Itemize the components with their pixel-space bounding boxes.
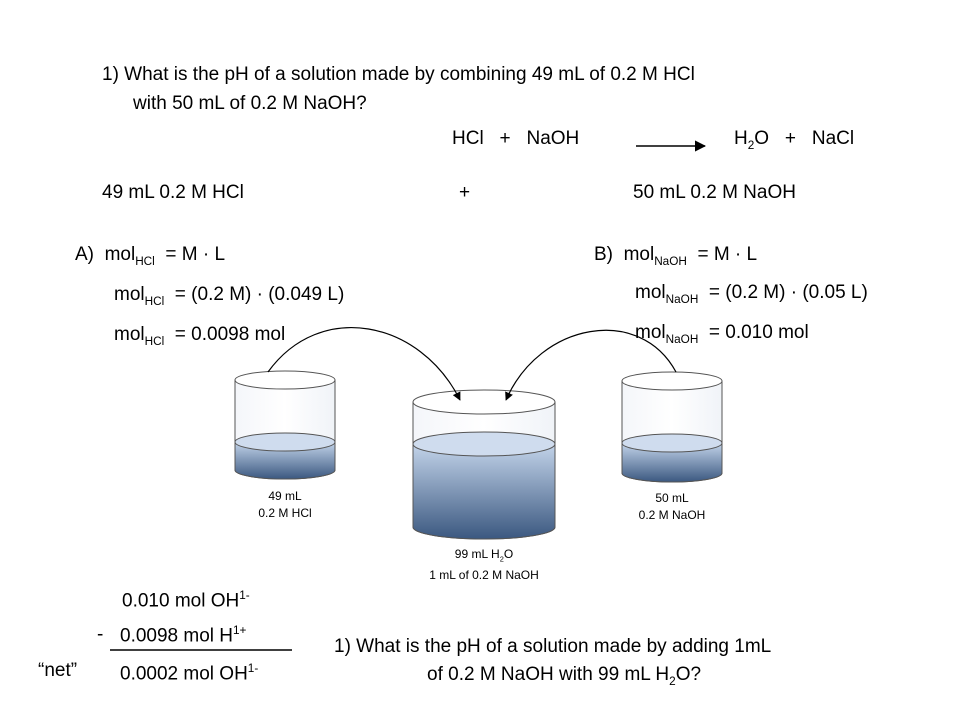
net-h-amount: 0.0098 mol H1+	[120, 624, 247, 647]
beaker-mixture-label: 99 mL H2O 1 mL of 0.2 M NaOH	[429, 547, 539, 583]
question-1-line-1: 1) What is the pH of a solution made by …	[102, 64, 695, 85]
mix-naoh-amount: 50 mL 0.2 M NaOH	[633, 182, 796, 203]
arrow-naoh-to-mixture	[505, 329, 677, 401]
equation-products: H2O + NaCl	[734, 128, 855, 152]
beaker-naoh-label: 50 mL 0.2 M NaOH	[638, 491, 706, 522]
beaker-mixture	[412, 389, 556, 540]
net-minus-sign: -	[97, 624, 104, 645]
calc-b-line-2: molNaOH = (0.2 M) · (0.05 L)	[635, 282, 868, 306]
question-1-line-2: with 50 mL of 0.2 M NaOH?	[133, 93, 367, 114]
mix-hcl-amount: 49 mL 0.2 M HCl	[102, 182, 244, 203]
calc-a-line-2: molHCl = (0.2 M) · (0.049 L)	[114, 284, 345, 308]
net-oh-amount: 0.010 mol OH1-	[122, 589, 250, 612]
beaker-naoh	[621, 371, 723, 483]
beaker-hcl	[234, 370, 336, 480]
net-result-amount: 0.0002 mol OH1-	[120, 662, 259, 685]
calc-b-line-3: molNaOH = 0.010 mol	[635, 322, 809, 346]
calc-b-line-1: B) molNaOH = M · L	[594, 244, 758, 268]
net-label: “net”	[38, 660, 78, 681]
beaker-hcl-label: 49 mL 0.2 M HCl	[258, 489, 312, 520]
question-2-line-1: 1) What is the pH of a solution made by …	[334, 636, 772, 657]
mix-plus: +	[459, 182, 471, 203]
question-2-line-2: of 0.2 M NaOH with 99 mL H2O?	[427, 664, 702, 688]
calc-a-line-3: molHCl = 0.0098 mol	[114, 324, 286, 348]
calc-a-line-1: A) molHCl = M · L	[75, 244, 226, 268]
arrow-hcl-to-mixture	[267, 327, 461, 401]
equation-reactants: HCl + NaOH	[452, 128, 580, 149]
